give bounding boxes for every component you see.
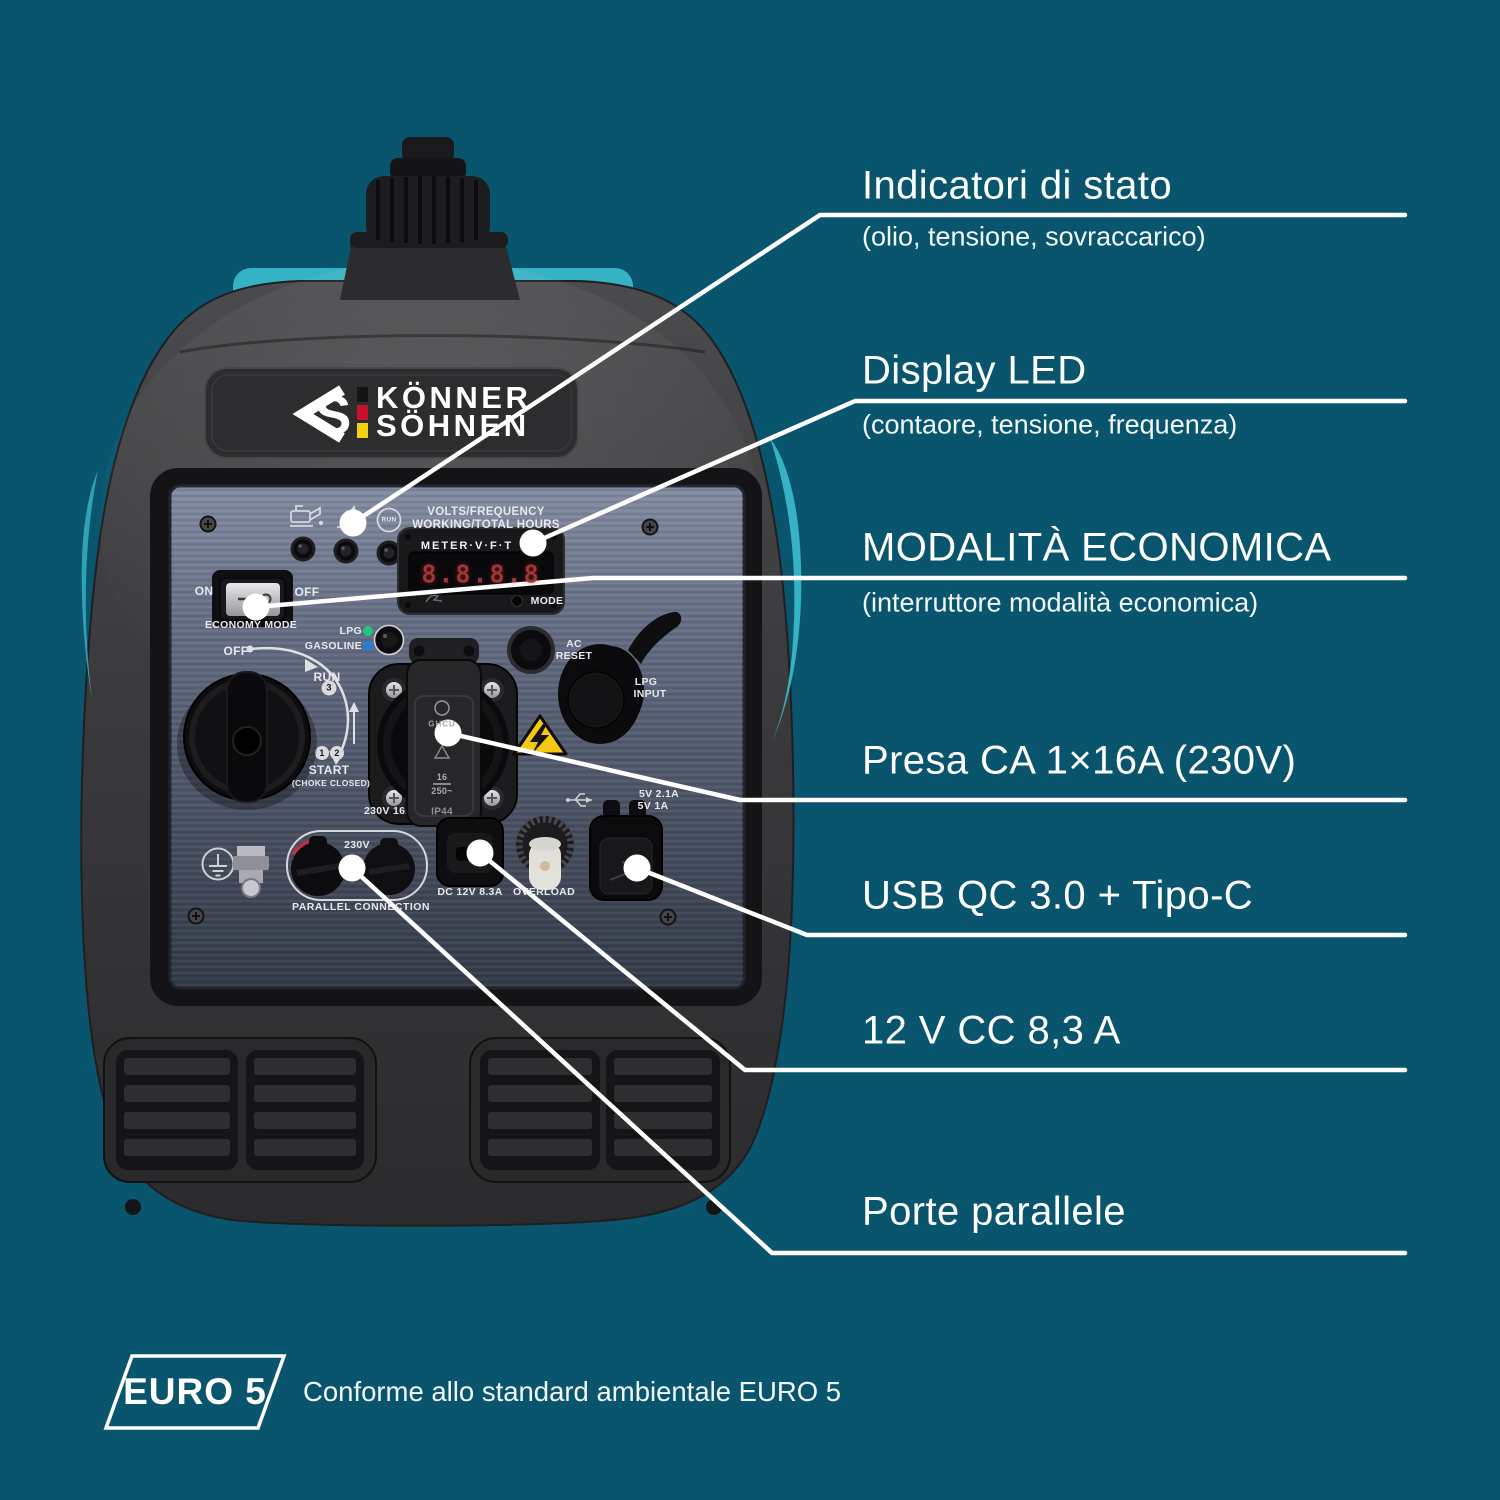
flag-red [357,405,368,420]
overload-label: OVERLOAD [513,886,575,898]
body-seam [179,334,706,354]
socket-rating-bottom: 250~ [431,786,453,796]
lpg-dot [363,626,373,636]
lpg-input-port [558,611,682,744]
teal-left-accent [81,470,98,700]
oil-icon [290,505,324,527]
ground-terminal [233,846,269,898]
lpg-input-label-1: LPG [634,676,658,688]
callout-sub-status-indicators: (olio, tensione, sovraccarico) [862,221,1206,252]
socket-voltage-label: 230V 16A [364,805,406,817]
leader-status [350,212,1408,526]
teal-right-accent [770,438,802,742]
ac-reset-label-2: RESET [555,650,593,662]
dc-label: DC 12V 8.3A [437,886,503,898]
dial-off-label: OFF [223,644,249,658]
callout-lines [253,212,1408,1256]
socket-brand-label: GHCU [428,719,456,729]
usb-icon [566,793,592,807]
economy-mode-label: ECONOMY MODE [204,619,298,631]
leader-usb [634,865,1408,938]
ks-chevron-icon [292,385,345,443]
economy-off-label: OFF [294,585,320,599]
economy-on-label: ON [194,584,214,598]
meter-header-line1: VOLTS/FREQUENCY [427,506,545,518]
callout-title-status-indicators: Indicatori di stato [862,163,1172,208]
panel-screws [187,515,677,926]
dial-start-label: START [308,763,350,777]
dial-choke-label: (CHOKE CLOSED) [291,778,371,788]
callout-title-dc: 12 V CC 8,3 A [862,1008,1121,1053]
gasoline-dot [363,641,373,651]
leader-economy [253,575,1408,610]
flag-black [357,387,368,402]
euro5-caption: Conforme allo standard ambientale EURO 5 [303,1376,842,1407]
engine-knob [177,671,317,810]
mode-button-label: MODE [530,595,564,607]
run-icon-label: RUN [381,516,397,524]
indicator-lamps [290,536,402,566]
callout-sub-economy-mode: (interruttore modalità economica) [862,587,1259,618]
fuel-indicator-lamp [373,624,405,656]
parallel-connection-label: PARALLEL CONNECTION [291,901,431,913]
usb-label-1: 5V 2.1A [638,788,680,800]
euro5-badge-outline [103,1354,287,1430]
usb-label-2: 5V 1A [637,800,669,812]
fuel-cap [340,137,520,300]
parallel-ports [286,830,428,901]
ac-reset-button [507,626,555,674]
parallel-voltage-label: 230V [344,839,370,851]
socket-rating-top: 16 [436,772,448,782]
foot-hole-left [125,1199,141,1215]
callout-title-parallel: Porte parallele [862,1189,1126,1234]
callout-sub-led-display: (contaore, tensione, frequenza) [862,409,1238,440]
run-indicator-icon [376,507,402,533]
fuel-gasoline-label: GASOLINE [304,640,362,652]
leader-parallel [349,865,1408,1256]
brand-monogram: S [314,384,352,446]
callout-dots [242,509,651,882]
ac-reset-label-1: AC [566,638,582,650]
ghcu-logo-icon [434,700,450,716]
dial-num-2: 2 [334,748,340,758]
mode-button [511,595,523,607]
socket-ip-label: IP44 [431,806,453,818]
dial-num-1: 1 [319,748,325,758]
vent-grilles [103,1037,731,1183]
tuv-mark-icon [433,744,451,759]
overload-lamp [515,815,575,890]
leader-socket [445,730,1408,803]
fuel-lpg-label: LPG [339,625,362,637]
brand-line2: SÖHNEN [376,408,530,443]
callout-title-usb: USB QC 3.0 + Tipo-C [862,873,1254,918]
euro5-badge-label: EURO 5 [123,1371,267,1412]
meter-brand-label: METER·V·F·T [420,540,514,552]
dial-run-label: RUN [313,670,341,684]
socket-cover [406,638,482,827]
callout-title-ac-socket: Presa CA 1×16A (230V) [862,738,1297,783]
meter-display-value: 8.8.8.8 [421,559,541,589]
callout-title-led-display: Display LED [862,348,1087,393]
brand-line1: KÖNNER [376,380,532,415]
dial-markings [246,645,359,765]
leader-display [530,398,1408,546]
dial-num-3: 3 [326,682,332,694]
flag-yellow [357,423,368,438]
leader-dc [477,850,1408,1073]
callout-title-economy-mode: MODALITÀ ECONOMICA [862,525,1332,570]
meter-header-line2: WORKING/TOTAL HOURS [412,519,560,531]
lpg-input-label-2: INPUT [633,688,667,700]
meter-maker-mark [425,594,443,603]
